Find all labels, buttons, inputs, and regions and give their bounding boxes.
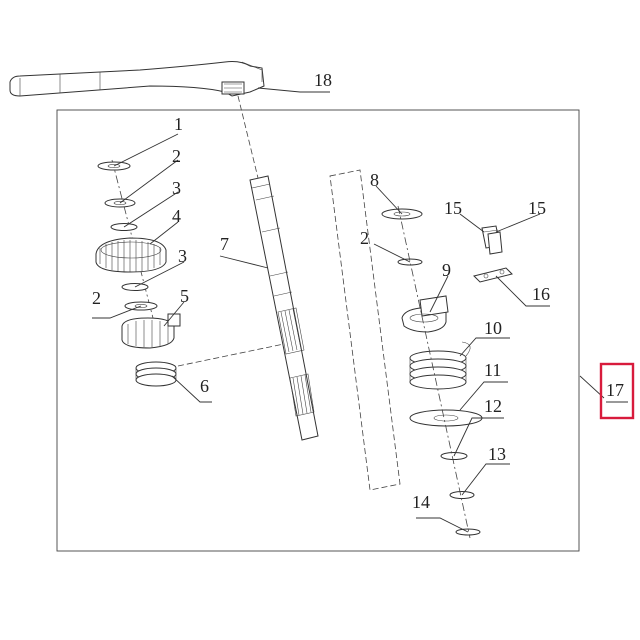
label-part-14: 14 <box>412 492 430 512</box>
label-part-7: 7 <box>220 234 229 254</box>
part-15-pin[interactable] <box>481 225 503 255</box>
part-10-coil-spring[interactable] <box>409 341 471 390</box>
label-part-2-upper: 2 <box>172 146 181 166</box>
label-part-2-right: 2 <box>360 228 369 248</box>
part-7-shaft[interactable] <box>249 175 319 441</box>
label-part-15-left: 15 <box>444 198 462 218</box>
part-5-ratchet[interactable] <box>121 313 181 349</box>
label-part-13: 13 <box>488 444 506 464</box>
label-part-10: 10 <box>484 318 502 338</box>
right-stack-axis <box>397 205 471 539</box>
part-6-spring[interactable] <box>135 361 177 387</box>
label-part-3-lower: 3 <box>178 246 187 266</box>
highlight-box-17[interactable] <box>599 362 635 420</box>
assembly-frame <box>56 109 580 552</box>
label-part-12: 12 <box>484 396 502 416</box>
part-9-guide[interactable] <box>401 295 449 333</box>
sub-assembly-box <box>329 169 401 491</box>
part-11-plate[interactable] <box>409 409 483 427</box>
label-part-16: 16 <box>532 284 550 304</box>
label-part-6: 6 <box>200 376 209 396</box>
connector-spring-to-shaft <box>177 343 285 367</box>
label-part-4: 4 <box>172 206 181 226</box>
label-part-11: 11 <box>484 360 501 380</box>
label-part-2-lower: 2 <box>92 288 101 308</box>
part-16-bracket[interactable] <box>473 267 513 283</box>
connector-lever-to-shaft <box>237 95 259 179</box>
label-part-18: 18 <box>314 70 332 90</box>
label-part-5: 5 <box>180 286 189 306</box>
part-18-kick-lever[interactable] <box>9 61 265 97</box>
label-part-15-right: 15 <box>528 198 546 218</box>
label-part-8: 8 <box>370 170 379 190</box>
label-part-9: 9 <box>442 260 451 280</box>
label-part-1: 1 <box>174 114 183 134</box>
label-part-17: 17 <box>606 380 624 400</box>
part-4-gear[interactable] <box>95 237 167 273</box>
label-part-3-upper: 3 <box>172 178 181 198</box>
leader-lines <box>92 87 605 533</box>
